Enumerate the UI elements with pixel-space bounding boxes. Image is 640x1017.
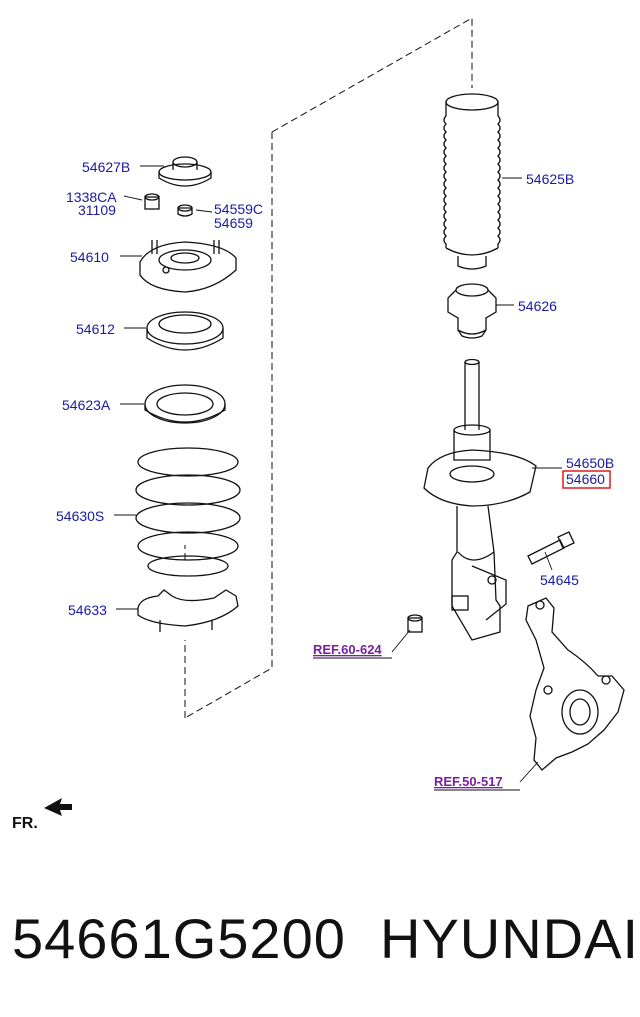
label-54650b: 54650B [566,455,614,471]
label-1338ca: 1338CA [66,189,117,205]
dust-boot-part [443,93,501,270]
nut-part-1338ca [144,193,160,210]
front-label: FR. [12,815,38,832]
ref-label-50-517[interactable]: REF.50-517 [434,774,503,789]
highlight-box [562,470,611,489]
part-number: 54661G5200 [12,907,346,970]
bump-stopper-part [447,283,497,339]
steering-knuckle-part [525,597,625,771]
coil-spring-part [135,447,241,577]
front-arrow-icon [44,798,72,816]
bearing-part [146,311,224,351]
assembly-outline [184,17,473,719]
strut-mount-part [139,240,237,293]
label-54625b: 54625B [526,171,574,187]
bolt-part [527,531,575,565]
nut-part-54559c [177,204,193,217]
strut-assembly-part [423,358,537,641]
stabilizer-nut-part [407,614,423,633]
label-54660: 54660 [566,471,605,487]
dust-cap-part [158,156,212,187]
brand-name: HYUNDAI [380,907,640,970]
label-54630s: 54630S [56,508,104,524]
part-footer: 54661G5200 HYUNDAI [0,900,640,980]
label-54626: 54626 [518,298,557,314]
lower-spring-pad-part [137,589,239,632]
label-31109: 31109 [78,202,116,218]
spring-seat-part [144,384,226,424]
label-54623a: 54623A [62,397,111,413]
label-54627b: 54627B [82,159,130,175]
ref-label-60-624[interactable]: REF.60-624 [313,642,382,657]
label-54559c: 54559C [214,201,263,217]
label-54645: 54645 [540,572,579,588]
label-54659: 54659 [214,215,253,231]
label-54612: 54612 [76,321,115,337]
label-54610: 54610 [70,249,109,265]
label-54633: 54633 [68,602,107,618]
leader-lines [114,165,562,783]
